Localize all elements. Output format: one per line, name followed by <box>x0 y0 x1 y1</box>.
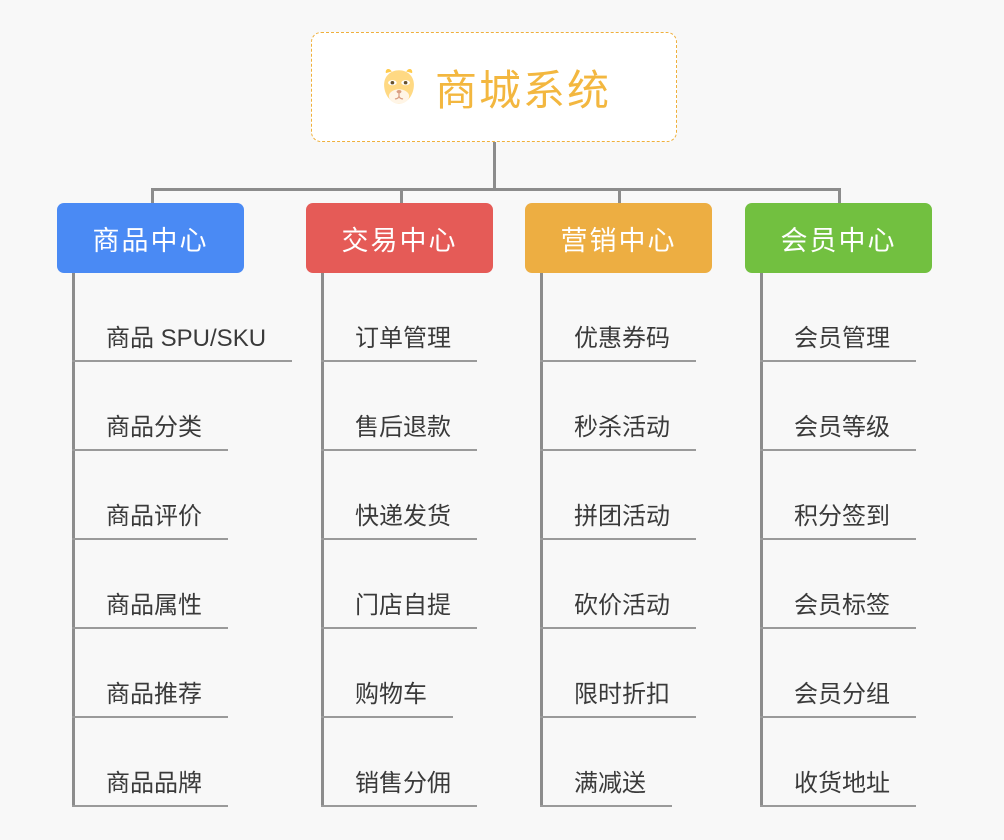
leaf-label: 会员分组 <box>760 681 916 718</box>
leaf-label: 秒杀活动 <box>540 414 696 451</box>
list-item[interactable]: 优惠券码 <box>540 273 696 362</box>
list-item[interactable]: 商品评价 <box>72 451 292 540</box>
connector-drop-1 <box>151 188 154 206</box>
list-item[interactable]: 拼团活动 <box>540 451 696 540</box>
list-item[interactable]: 会员管理 <box>760 273 916 362</box>
leaf-list-1: 商品 SPU/SKU 商品分类 商品评价 商品属性 商品推荐 商品品牌 <box>72 273 293 807</box>
branch-trunk-2 <box>321 273 324 807</box>
root-title: 商城系统 <box>434 66 611 114</box>
leaf-label: 门店自提 <box>321 592 477 629</box>
list-item[interactable]: 商品分类 <box>72 362 292 451</box>
branch-trunk-4 <box>760 273 763 807</box>
root-node[interactable]: 商城系统 <box>311 32 677 142</box>
leaf-label: 优惠券码 <box>540 325 696 362</box>
leaf-label: 销售分佣 <box>321 770 477 807</box>
list-item[interactable]: 满减送 <box>540 718 696 807</box>
list-item[interactable]: 快递发货 <box>321 451 477 540</box>
leaf-label: 积分签到 <box>760 503 916 540</box>
list-item[interactable]: 积分签到 <box>760 451 916 540</box>
leaf-list-2: 订单管理 售后退款 快递发货 门店自提 购物车 销售分佣 <box>321 273 477 807</box>
leaf-list-3: 优惠券码 秒杀活动 拼团活动 砍价活动 限时折扣 满减送 <box>540 273 696 807</box>
list-item[interactable]: 商品品牌 <box>72 718 292 807</box>
leaf-label: 商品 SPU/SKU <box>72 325 293 362</box>
connector-drop-3 <box>618 188 621 206</box>
branch-header-1[interactable]: 商品中心 <box>57 203 244 273</box>
leaf-label: 商品属性 <box>72 592 228 629</box>
list-item[interactable]: 会员标签 <box>760 540 916 629</box>
leaf-label: 满减送 <box>540 770 672 807</box>
leaf-label: 商品评价 <box>72 503 228 540</box>
leaf-label: 会员等级 <box>760 414 916 451</box>
branch-trunk-3 <box>540 273 543 807</box>
leaf-label: 订单管理 <box>321 325 477 362</box>
list-item[interactable]: 销售分佣 <box>321 718 477 807</box>
leaf-label: 商品分类 <box>72 414 228 451</box>
list-item[interactable]: 商品推荐 <box>72 629 292 718</box>
branch-header-3[interactable]: 营销中心 <box>525 203 712 273</box>
list-item[interactable]: 门店自提 <box>321 540 477 629</box>
branch-trunk-1 <box>72 273 75 807</box>
leaf-label: 会员管理 <box>760 325 916 362</box>
leaf-label: 会员标签 <box>760 592 916 629</box>
list-item[interactable]: 会员分组 <box>760 629 916 718</box>
leaf-label: 售后退款 <box>321 414 477 451</box>
branch-header-2[interactable]: 交易中心 <box>306 203 493 273</box>
leaf-label: 购物车 <box>321 681 453 718</box>
leaf-label: 拼团活动 <box>540 503 696 540</box>
branch-header-4[interactable]: 会员中心 <box>745 203 932 273</box>
leaf-label: 商品推荐 <box>72 681 228 718</box>
list-item[interactable]: 商品属性 <box>72 540 292 629</box>
list-item[interactable]: 商品 SPU/SKU <box>72 273 293 362</box>
leaf-list-4: 会员管理 会员等级 积分签到 会员标签 会员分组 收货地址 <box>760 273 916 807</box>
leaf-label: 限时折扣 <box>540 681 696 718</box>
leaf-label: 商品品牌 <box>72 770 228 807</box>
list-item[interactable]: 秒杀活动 <box>540 362 696 451</box>
list-item[interactable]: 限时折扣 <box>540 629 696 718</box>
shiba-dog-icon <box>377 65 421 109</box>
list-item[interactable]: 会员等级 <box>760 362 916 451</box>
connector-drop-4 <box>838 188 841 206</box>
leaf-label: 收货地址 <box>760 770 916 807</box>
leaf-label: 砍价活动 <box>540 592 696 629</box>
leaf-label: 快递发货 <box>321 503 477 540</box>
list-item[interactable]: 收货地址 <box>760 718 916 807</box>
connector-horizontal-bus <box>152 188 840 191</box>
list-item[interactable]: 订单管理 <box>321 273 477 362</box>
list-item[interactable]: 售后退款 <box>321 362 477 451</box>
connector-drop-2 <box>400 188 403 206</box>
list-item[interactable]: 购物车 <box>321 629 477 718</box>
list-item[interactable]: 砍价活动 <box>540 540 696 629</box>
connector-root-stem <box>493 142 496 190</box>
